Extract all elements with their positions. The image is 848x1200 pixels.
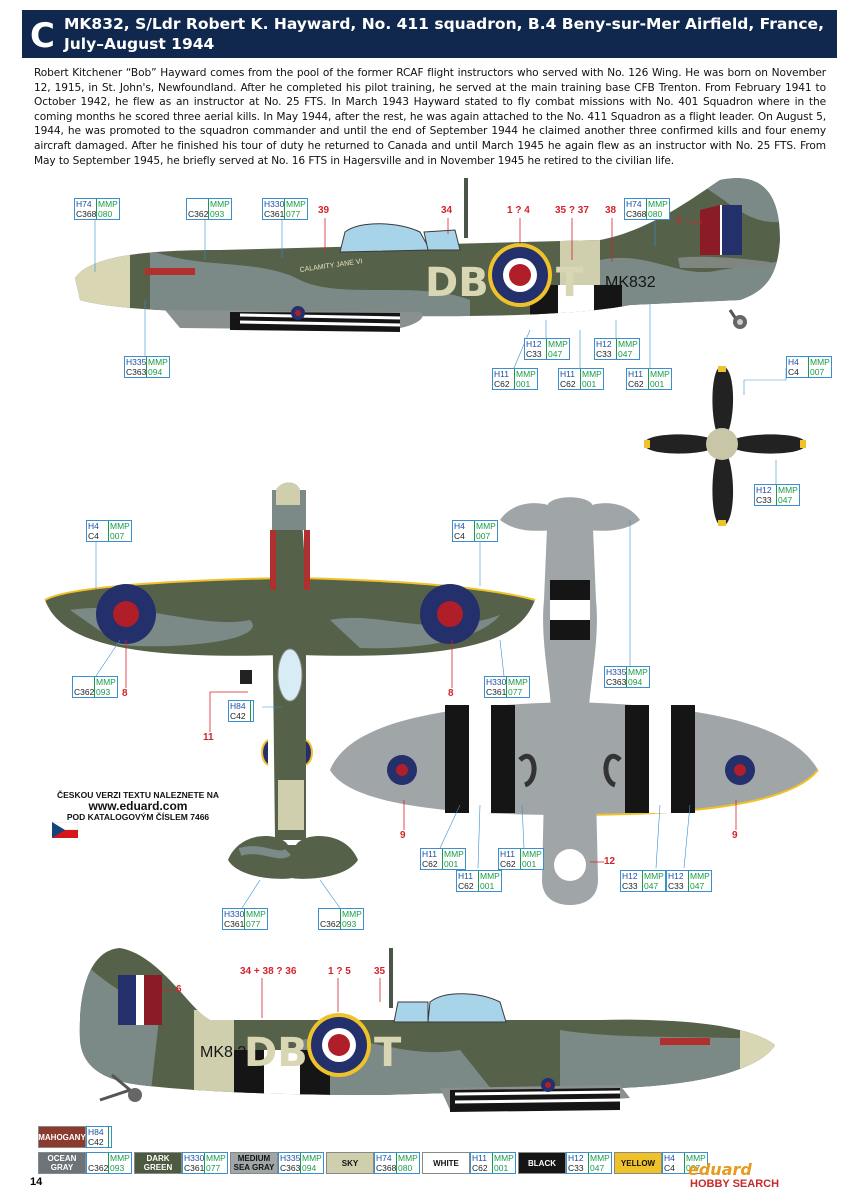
czech-version-note: ČESKOU VERZI TEXTU NALEZNETE NA www.edua…: [38, 790, 238, 823]
callout-number: 6: [176, 984, 182, 995]
planform-upper: [44, 482, 536, 879]
legend-color-name: DARK GREEN: [134, 1152, 182, 1174]
page-number: 14: [30, 1176, 43, 1188]
eduard-logo: eduard: [688, 1160, 752, 1179]
callout-number: 7: [676, 216, 682, 227]
code-letters-bottom: DB: [244, 1030, 308, 1076]
title-line-1: MK832, S/Ldr Robert K. Hayward, No. 411 …: [64, 15, 824, 33]
code-letter-top: T: [556, 260, 584, 306]
czech-flag-icon: [52, 822, 78, 838]
callout-number: 8: [448, 688, 454, 699]
callout-number: 1 ? 5: [328, 966, 351, 977]
callout-number: 8: [122, 688, 128, 699]
callout-number: 39: [318, 205, 330, 216]
planform-lower: [330, 497, 819, 905]
paint-callout: H84 C42: [228, 700, 254, 722]
legend-color-name: YELLOW: [614, 1152, 662, 1174]
serial-bottom: MK8 2: [200, 1044, 246, 1061]
side-profile-left: DB T MK832 CALAMITY JANE VI: [75, 178, 780, 332]
profile-title: MK832, S/Ldr Robert K. Hayward, No. 411 …: [64, 14, 824, 54]
hobby-search-watermark: HOBBY SEARCH: [690, 1178, 780, 1190]
callout-number: 9: [732, 830, 738, 841]
title-line-2: July–August 1944: [64, 35, 215, 53]
legend-color-name: SKY: [326, 1152, 374, 1174]
side-profile-right: DB T MK8 2: [79, 948, 775, 1112]
profile-letter: C: [30, 16, 55, 56]
eduard-link[interactable]: www.eduard.com: [88, 799, 188, 813]
legend-color-name: MEDIUM SEA GRAY: [230, 1152, 278, 1174]
legend-color-name: MAHOGANY: [38, 1126, 86, 1148]
legend-color-name: OCEAN GRAY: [38, 1152, 86, 1174]
serial-top: MK832: [605, 274, 656, 291]
callout-number: 11: [203, 732, 214, 743]
callout-number: 1 ? 4: [507, 205, 530, 216]
callout-number: 38: [605, 205, 617, 216]
code-letter-bottom: T: [374, 1030, 402, 1076]
callout-number: 12: [604, 856, 616, 867]
callout-number: 9: [400, 830, 406, 841]
profile-header: C MK832, S/Ldr Robert K. Hayward, No. 41…: [22, 10, 837, 58]
callout-number: 35: [374, 966, 386, 977]
legend-color-name: BLACK: [518, 1152, 566, 1174]
code-letters-top: DB: [425, 260, 489, 306]
callout-number: 35 ? 37: [555, 205, 589, 216]
pilot-biography: Robert Kitchener “Bob” Hayward comes fro…: [34, 67, 826, 167]
propeller-front: [644, 366, 806, 526]
callout-number: 34 + 38 ? 36: [240, 966, 297, 977]
legend-color-name: WHITE: [422, 1152, 470, 1174]
callout-number: 34: [441, 205, 453, 216]
